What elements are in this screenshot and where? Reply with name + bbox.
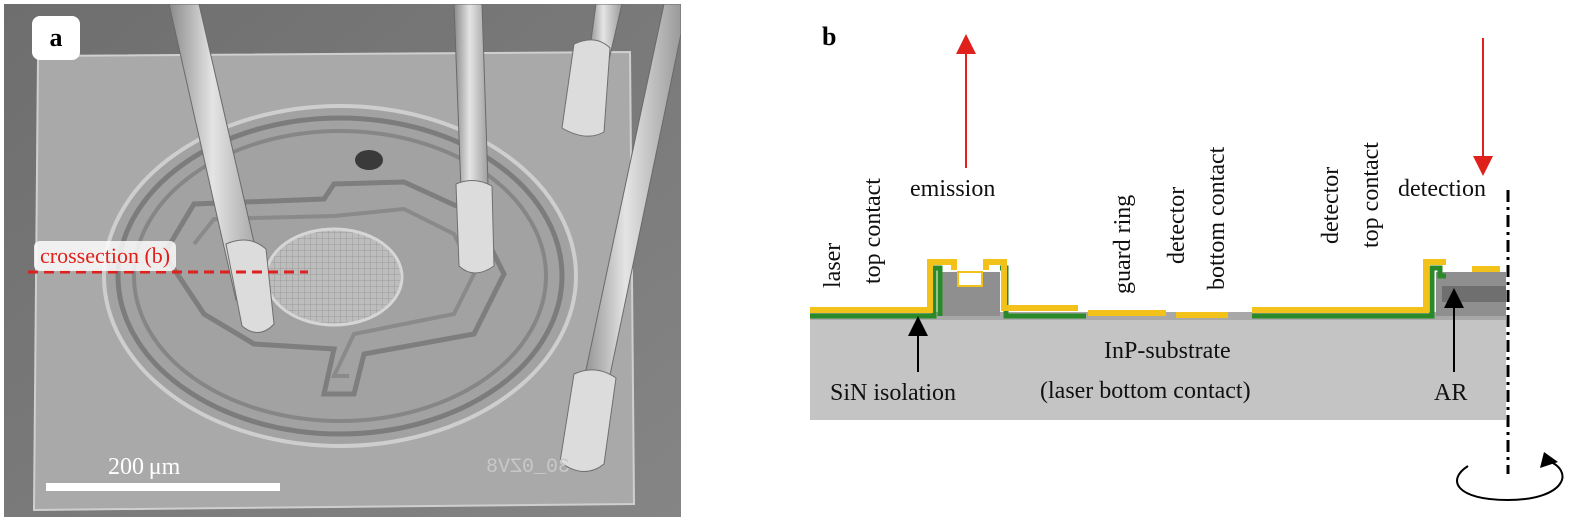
label-guard-ring: guard ring [1110,194,1136,294]
detector-top-contact-gold [1252,259,1446,313]
cross-section-diagram [810,34,1564,502]
label-laser: laser [820,242,846,288]
label-ar: AR [1434,380,1468,406]
probe-needle-1 [168,4,275,333]
laser-aperture-window [957,271,983,287]
rotation-arrowhead [1540,452,1558,468]
detector-bottom-contact [1176,312,1228,318]
label-bottom-contact: bottom contact [1204,146,1230,290]
laser-top-contact [810,259,1078,313]
guard-ring-trace [115,115,565,437]
debris-particle [355,150,383,170]
scale-bar [46,483,280,491]
panel-letter-b: b [822,22,837,51]
label-emission: emission [910,176,996,202]
rotation-symbol [1456,459,1564,502]
probe-needle-4 [559,4,681,472]
contact-ring-trace [132,129,548,423]
probe-needle-3 [561,4,623,137]
detector-trace [161,179,507,397]
label-top-contact: top contact [860,178,886,284]
cross-section-panel: b laser top contact guard ring detector … [806,0,1575,521]
panel-letter-a: a [32,16,80,60]
laser-aperture [264,227,404,327]
label-inp-substrate: InP-substrate [1104,338,1231,364]
detector-absorber [1442,286,1506,302]
sem-image-panel: a crossection (b) 200 μm 30_0ZV8 [4,4,681,517]
label-detector: detector [1164,186,1190,264]
label-top-contact-2: top contact [1358,142,1384,248]
probe-needle-2 [453,4,495,274]
sin-isolation-right [1252,265,1446,319]
scale-bar-label: 200 μm [108,454,181,480]
label-sin-isolation: SiN isolation [830,380,957,406]
guard-ring-contact [1088,310,1166,316]
crossection-label: crossection (b) [34,241,177,271]
detector-top-contact-pad [1472,266,1500,272]
label-laser-bottom-contact: (laser bottom contact) [1040,378,1251,404]
sem-image [4,4,681,517]
chip-marking: 30_0ZV8 [486,456,571,479]
label-detector-2: detector [1318,166,1344,244]
label-detection: detection [1398,176,1486,202]
